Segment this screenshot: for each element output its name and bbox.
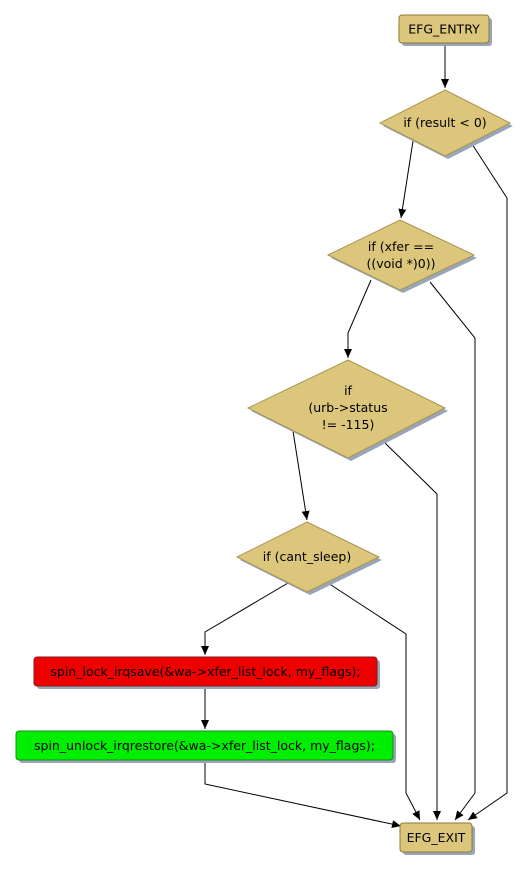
decision-sleep-label: if (cant_sleep): [263, 549, 352, 564]
process-lock-label: spin_lock_irqsave(&wa->xfer_list_lock, m…: [50, 664, 360, 679]
entry-label: EFG_ENTRY: [408, 22, 480, 37]
decision-status-line-3: != -115): [322, 417, 375, 432]
process-lock: spin_lock_irqsave(&wa->xfer_list_lock, m…: [33, 656, 380, 689]
edge-result-true-to-xfer: [398, 140, 414, 219]
process-unlock: spin_unlock_irqrestore(&wa->xfer_list_lo…: [15, 730, 396, 763]
decision-result: if (result < 0): [378, 89, 513, 159]
edge-xfer-true-to-status: [344, 279, 372, 358]
edges: [201, 44, 508, 829]
edge-xfer-false-to-exit: [429, 281, 476, 821]
process-unlock-label: spin_unlock_irqrestore(&wa->xfer_list_lo…: [34, 738, 375, 753]
exit-label: EFG_EXIT: [407, 830, 466, 845]
decision-sleep: if (cant_sleep): [235, 521, 382, 595]
edge-sleep-false-to-exit: [327, 582, 421, 821]
decision-status-line-1: if: [344, 383, 352, 398]
edge-result-false-to-exit: [467, 143, 508, 821]
edge-unlock-to-exit: [204, 761, 402, 829]
decision-xfer: if (xfer == ((void *)0)): [326, 219, 477, 293]
exit-node: EFG_EXIT: [399, 822, 475, 855]
decision-status: if (urb->status != -115): [246, 359, 448, 461]
edge-status-true-to-sleep: [292, 430, 310, 521]
entry-node: EFG_ENTRY: [398, 14, 492, 46]
decision-result-label: if (result < 0): [403, 115, 486, 130]
edge-status-false-to-exit: [381, 439, 441, 820]
decision-xfer-line-1: if (xfer ==: [368, 239, 434, 254]
edge-sleep-true-to-lock: [201, 582, 289, 655]
decision-xfer-line-2: ((void *)0)): [366, 256, 435, 271]
decision-status-line-2: (urb->status: [308, 400, 387, 415]
